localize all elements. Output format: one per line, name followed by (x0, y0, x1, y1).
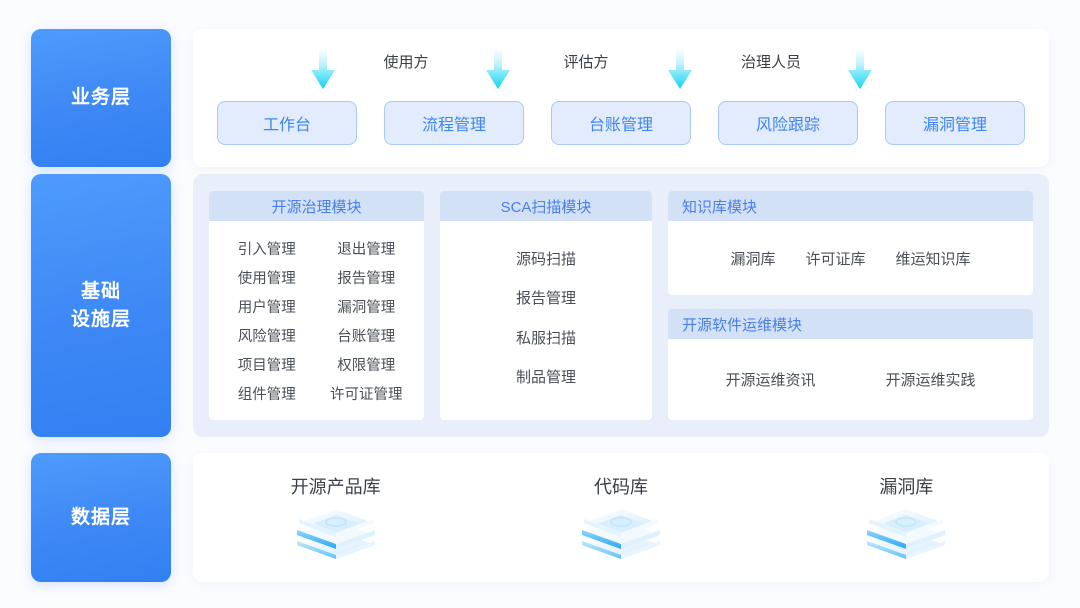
module-item[interactable]: 维运知识库 (895, 250, 971, 268)
module-item[interactable]: 制品管理 (515, 369, 576, 387)
module-knowledge-base: 知识库模块 漏洞库 许可证库 维运知识库 (668, 191, 1033, 295)
module-item[interactable]: 用户管理 (237, 299, 296, 316)
module-item[interactable]: 退出管理 (337, 241, 396, 258)
layer-tag-infrastructure: 基础 设施层 (31, 174, 171, 437)
down-arrow-icon-4 (845, 48, 875, 90)
business-card-label: 台账管理 (588, 117, 653, 134)
module-item[interactable]: 项目管理 (237, 357, 296, 374)
module-item[interactable]: 使用管理 (237, 270, 296, 287)
layer-tag-infrastructure-label-line2: 设施层 (70, 308, 131, 330)
data-layer-row: 数据层 开源产品库 (31, 453, 1049, 582)
layer-tag-business-label: 业务层 (70, 87, 131, 109)
data-store-label: 漏洞库 (879, 476, 934, 497)
business-card-row: 工作台 流程管理 台账管理 风险跟踪 漏洞管理 (217, 101, 1025, 145)
module-item-column: 源码扫描 报告管理 私服扫描 制品管理 (440, 221, 652, 420)
module-body: 引入管理 退出管理 使用管理 报告管理 用户管理 漏洞管理 风险管理 台账管理 … (209, 221, 424, 420)
module-body: 开源运维资讯 开源运维实践 (668, 339, 1033, 420)
module-item[interactable]: 组件管理 (237, 386, 296, 403)
layer-tag-infrastructure-label-line1: 基础 (80, 280, 121, 302)
business-card-label: 风险跟踪 (755, 117, 820, 134)
role-label-governor: 治理人员 (740, 54, 802, 71)
module-open-source-operations: 开源软件运维模块 开源运维资讯 开源运维实践 (668, 309, 1033, 420)
module-item[interactable]: 引入管理 (237, 241, 296, 258)
down-arrow-icon-1 (308, 48, 338, 90)
module-title: 开源软件运维模块 (682, 316, 803, 334)
module-item[interactable]: 漏洞管理 (337, 299, 396, 316)
business-layer-content: 使用方 评估方 治理人员 (193, 29, 1049, 167)
database-stack-icon (863, 505, 949, 563)
module-header: 开源软件运维模块 (668, 309, 1033, 339)
business-layer-row: 业务层 使用方 评估方 治理人员 (31, 29, 1049, 167)
infrastructure-modules: 开源治理模块 引入管理 退出管理 使用管理 报告管理 用户管理 漏洞管理 风险管… (193, 174, 1049, 437)
data-store-row: 开源产品库 (193, 453, 1049, 582)
module-header: SCA扫描模块 (440, 191, 652, 221)
module-item[interactable]: 台账管理 (337, 328, 396, 345)
data-store-label: 开源产品库 (290, 476, 381, 497)
database-stack-icon (293, 505, 379, 563)
layer-tag-business: 业务层 (31, 29, 171, 167)
role-label-assessor: 评估方 (563, 54, 609, 71)
module-item-grid: 引入管理 退出管理 使用管理 报告管理 用户管理 漏洞管理 风险管理 台账管理 … (209, 221, 424, 420)
module-item[interactable]: 私服扫描 (515, 329, 576, 347)
module-item[interactable]: 报告管理 (337, 270, 396, 287)
infrastructure-layer-row: 基础 设施层 开源治理模块 引入管理 退出管理 使用管理 报告管理 (31, 174, 1049, 437)
business-card-risk-tracking[interactable]: 风险跟踪 (718, 101, 858, 145)
module-item[interactable]: 许可证库 (805, 250, 866, 268)
data-store-code-repository[interactable]: 代码库 (478, 473, 763, 563)
down-arrow-icon-3 (665, 48, 695, 90)
role-label-user: 使用方 (383, 54, 429, 71)
infrastructure-layer-panel: 开源治理模块 引入管理 退出管理 使用管理 报告管理 用户管理 漏洞管理 风险管… (193, 174, 1049, 437)
business-card-label: 工作台 (262, 117, 311, 134)
module-item-row: 开源运维资讯 开源运维实践 (668, 339, 1033, 420)
module-item[interactable]: 源码扫描 (515, 250, 576, 268)
module-item[interactable]: 开源运维实践 (885, 372, 976, 389)
data-store-label: 代码库 (593, 476, 648, 497)
layer-tag-data: 数据层 (31, 453, 171, 582)
module-header: 开源治理模块 (209, 191, 424, 221)
module-item[interactable]: 权限管理 (337, 357, 396, 374)
business-card-label: 流程管理 (421, 117, 486, 134)
business-card-workbench[interactable]: 工作台 (217, 101, 357, 145)
module-item-row: 漏洞库 许可证库 维运知识库 (668, 221, 1033, 295)
module-item[interactable]: 许可证管理 (330, 386, 403, 403)
module-title: SCA扫描模块 (500, 198, 592, 216)
module-item[interactable]: 报告管理 (515, 290, 576, 308)
down-arrow-icon-2 (483, 48, 513, 90)
module-open-source-governance: 开源治理模块 引入管理 退出管理 使用管理 报告管理 用户管理 漏洞管理 风险管… (209, 191, 424, 420)
business-card-label: 漏洞管理 (922, 117, 987, 134)
business-card-ledger-management[interactable]: 台账管理 (551, 101, 691, 145)
module-body: 漏洞库 许可证库 维运知识库 (668, 221, 1033, 295)
business-card-process-management[interactable]: 流程管理 (384, 101, 524, 145)
module-item[interactable]: 开源运维资讯 (725, 372, 816, 389)
database-stack-icon (578, 505, 664, 563)
module-header: 知识库模块 (668, 191, 1033, 221)
data-layer-panel: 开源产品库 (193, 453, 1049, 582)
business-card-vulnerability-management[interactable]: 漏洞管理 (885, 101, 1025, 145)
module-right-stack: 知识库模块 漏洞库 许可证库 维运知识库 开源软件运维模块 (668, 191, 1033, 420)
module-title: 知识库模块 (682, 198, 758, 216)
data-store-vulnerability-repository[interactable]: 漏洞库 (764, 473, 1049, 563)
module-title: 开源治理模块 (271, 198, 362, 216)
layer-tag-data-label: 数据层 (70, 506, 131, 528)
data-store-open-source-product[interactable]: 开源产品库 (193, 473, 478, 563)
business-layer-panel: 使用方 评估方 治理人员 (193, 29, 1049, 167)
module-sca-scan: SCA扫描模块 源码扫描 报告管理 私服扫描 制品管理 (440, 191, 652, 420)
module-item[interactable]: 漏洞库 (730, 250, 776, 268)
module-body: 源码扫描 报告管理 私服扫描 制品管理 (440, 221, 652, 420)
module-item[interactable]: 风险管理 (237, 328, 296, 345)
